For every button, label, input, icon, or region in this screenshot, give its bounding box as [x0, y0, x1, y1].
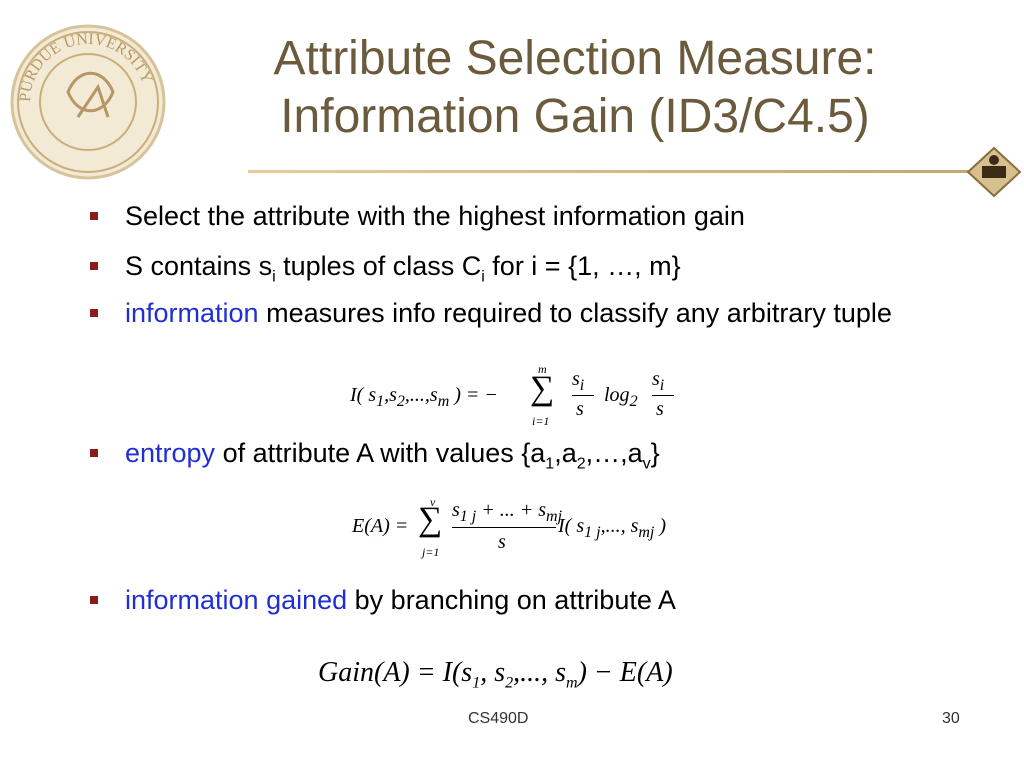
subscript: 2	[576, 455, 586, 473]
text-segment: measures info required to classify any a…	[258, 298, 892, 328]
formula-text: ) − E(A)	[577, 657, 673, 688]
subscript: 1	[545, 455, 555, 473]
formula-text: ,..., s	[600, 515, 639, 537]
entropy-fraction-denominator: s	[498, 531, 506, 553]
gain-formula: Gain(A) = I(s1, s2,..., sm) − E(A)	[318, 657, 738, 697]
subscript: m	[566, 674, 578, 692]
subscript: mj	[638, 524, 655, 541]
fraction-1-bar	[572, 395, 594, 396]
sum-bottom: i=1	[532, 414, 550, 428]
formula-text: ,s	[384, 384, 397, 406]
summation-symbol: ∑	[418, 501, 443, 538]
summation-symbol: ∑	[530, 370, 555, 407]
title-line-1: Attribute Selection Measure:	[273, 32, 877, 85]
entropy-fraction-numerator: s1 j + ... + smj	[452, 499, 563, 525]
fraction-1-numerator: si	[572, 368, 585, 394]
bullet-text: information measures info required to cl…	[125, 294, 925, 332]
text-segment: ,a	[554, 438, 577, 468]
sum-top: v	[430, 495, 436, 509]
highlight-term: information gained	[125, 585, 348, 615]
title-divider	[248, 170, 978, 173]
information-formula: I( s1,s2,...,sm ) = − m ∑ i=1 si s log2 …	[350, 362, 680, 432]
formula-text: s	[652, 368, 660, 390]
bullet-marker	[90, 449, 98, 457]
footer-course: CS490D	[468, 710, 529, 727]
fraction-2-numerator: si	[652, 368, 665, 394]
subscript: 2	[505, 674, 514, 692]
subscript: v	[642, 455, 651, 473]
bullet-marker	[90, 212, 98, 220]
subscript: m	[437, 393, 450, 410]
fraction-2-bar	[652, 395, 674, 396]
bullet-marker	[90, 596, 98, 604]
formula-text: s	[572, 368, 580, 390]
formula-text: , s	[480, 657, 506, 688]
bullet-marker	[90, 262, 98, 270]
subscript: 1 j	[584, 524, 601, 541]
subscript: 2	[396, 393, 405, 410]
subscript: 2	[629, 393, 638, 410]
formula-text: Gain(A) = I(s	[318, 657, 473, 688]
fraction-1-denominator: s	[576, 398, 584, 420]
text-segment: by branching on attribute A	[347, 585, 676, 615]
fraction-2-denominator: s	[656, 398, 664, 420]
subscript: 1 j	[459, 508, 477, 525]
formula-text: + ... + s	[476, 499, 547, 521]
subscript: 1	[472, 674, 481, 692]
text-segment: for i = {1, …, m}	[484, 251, 681, 281]
formula-text: ) = −	[449, 384, 498, 406]
slide-number: 30	[942, 710, 960, 727]
text-segment: tuples of class C	[275, 251, 482, 281]
title-line-2: Information Gain (ID3/C4.5)	[280, 90, 870, 143]
subscript: 1	[376, 393, 385, 410]
bullet-text: S contains si tuples of class Ci for i =…	[125, 247, 681, 285]
log-term: log2	[604, 384, 638, 410]
info-lhs: I( s1,s2,...,sm ) = −	[350, 384, 498, 410]
bullet-text: Select the attribute with the highest in…	[125, 201, 745, 231]
subscript: i	[481, 268, 485, 286]
entropy-lhs: E(A) =	[352, 515, 409, 537]
formula-text: log	[604, 384, 630, 406]
purdue-logo-icon	[966, 146, 1022, 198]
bullet-marker	[90, 309, 98, 317]
bullet-text: entropy of attribute A with values {a1,a…	[125, 434, 660, 472]
subscript: i	[272, 268, 276, 286]
subscript: i	[659, 377, 665, 394]
bullet-text: information gained by branching on attri…	[125, 581, 676, 619]
text-segment: }	[650, 438, 660, 468]
formula-text: s	[452, 499, 460, 521]
sum-top: m	[538, 362, 547, 376]
highlight-term: entropy	[125, 438, 216, 468]
text-segment: of attribute A with values {a	[215, 438, 546, 468]
sum-bottom: j=1	[422, 545, 440, 559]
highlight-term: information	[125, 298, 259, 328]
subscript: mj	[546, 508, 563, 525]
formula-text: I( s	[350, 384, 377, 406]
entropy-rhs: I( s1 j,..., smj )	[558, 515, 667, 541]
subscript: i	[579, 377, 585, 394]
formula-text: )	[654, 515, 667, 537]
formula-text: ,...,s	[404, 384, 438, 406]
university-seal-image: PURDUE UNIVERSITY	[10, 24, 166, 180]
text-segment: S contains s	[125, 251, 273, 281]
entropy-formula: E(A) = v ∑ j=1 s1 j + ... + smj s I( s1 …	[352, 495, 682, 565]
formula-text: I( s	[558, 515, 585, 537]
text-segment: ,…,a	[585, 438, 643, 468]
slide-title: Attribute Selection Measure: Information…	[180, 30, 970, 146]
entropy-fraction-bar	[452, 527, 556, 528]
formula-text: ,..., s	[513, 657, 567, 688]
